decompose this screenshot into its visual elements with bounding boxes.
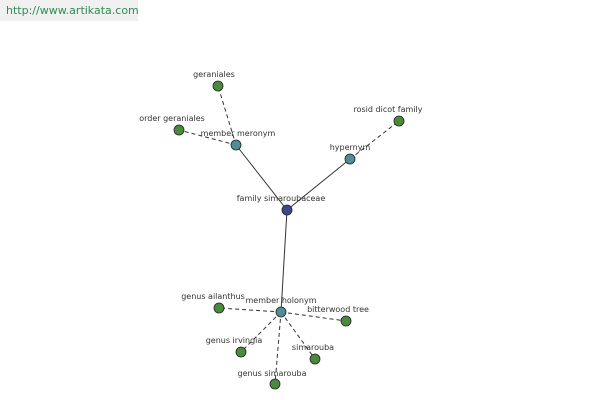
- label-simarouba[interactable]: simarouba: [292, 343, 334, 352]
- label-hypernym[interactable]: hypernym: [330, 143, 371, 152]
- node-holonym[interactable]: [275, 306, 287, 318]
- node-meronym[interactable]: [230, 139, 242, 151]
- labels-layer: family simaroubaceae member meronym hypern…: [139, 70, 423, 378]
- edge-center-to-meronym: [235, 144, 288, 211]
- edge-meronym-to-geraniales: [217, 85, 237, 146]
- watermark-link[interactable]: http://www.artikata.com: [0, 0, 139, 21]
- label-order-geraniales[interactable]: order geraniales: [139, 114, 205, 123]
- node-rosid[interactable]: [393, 115, 405, 127]
- edge-meronym-to-order-geraniales: [178, 129, 237, 146]
- node-irvingia[interactable]: [235, 346, 247, 358]
- label-rosid[interactable]: rosid dicot family: [354, 105, 423, 114]
- node-genus-simarouba[interactable]: [269, 378, 281, 390]
- edge-center-to-hypernym: [286, 158, 351, 211]
- node-simarouba[interactable]: [309, 353, 321, 365]
- node-bitterwood[interactable]: [340, 315, 352, 327]
- edge-holonym-to-ailanthus: [218, 307, 282, 313]
- edge-holonym-to-irvingia: [240, 311, 282, 353]
- label-ailanthus[interactable]: genus ailanthus: [181, 292, 245, 301]
- edge-holonym-to-bitterwood: [280, 311, 347, 322]
- node-geraniales[interactable]: [212, 80, 224, 92]
- label-meronym[interactable]: member meronym: [201, 129, 276, 138]
- edge-center-to-holonym: [280, 209, 288, 313]
- node-order-geraniales[interactable]: [173, 124, 185, 136]
- label-holonym[interactable]: member holonym: [245, 296, 316, 305]
- nodes-layer: [173, 80, 405, 390]
- label-genus-simarouba[interactable]: genus simarouba: [238, 369, 307, 378]
- label-irvingia[interactable]: genus irvingia: [206, 336, 263, 345]
- edges-layer: [178, 85, 400, 385]
- node-ailanthus[interactable]: [213, 302, 225, 314]
- label-bitterwood[interactable]: bitterwood tree: [307, 305, 369, 314]
- edge-hypernym-to-rosid: [349, 120, 400, 160]
- label-center[interactable]: family simaroubaceae: [237, 194, 326, 203]
- edge-holonym-to-genus-simarouba: [274, 311, 282, 385]
- label-geraniales[interactable]: geraniales: [193, 70, 235, 79]
- node-hypernym[interactable]: [344, 153, 356, 165]
- edge-holonym-to-simarouba: [280, 311, 316, 360]
- node-center[interactable]: [281, 204, 293, 216]
